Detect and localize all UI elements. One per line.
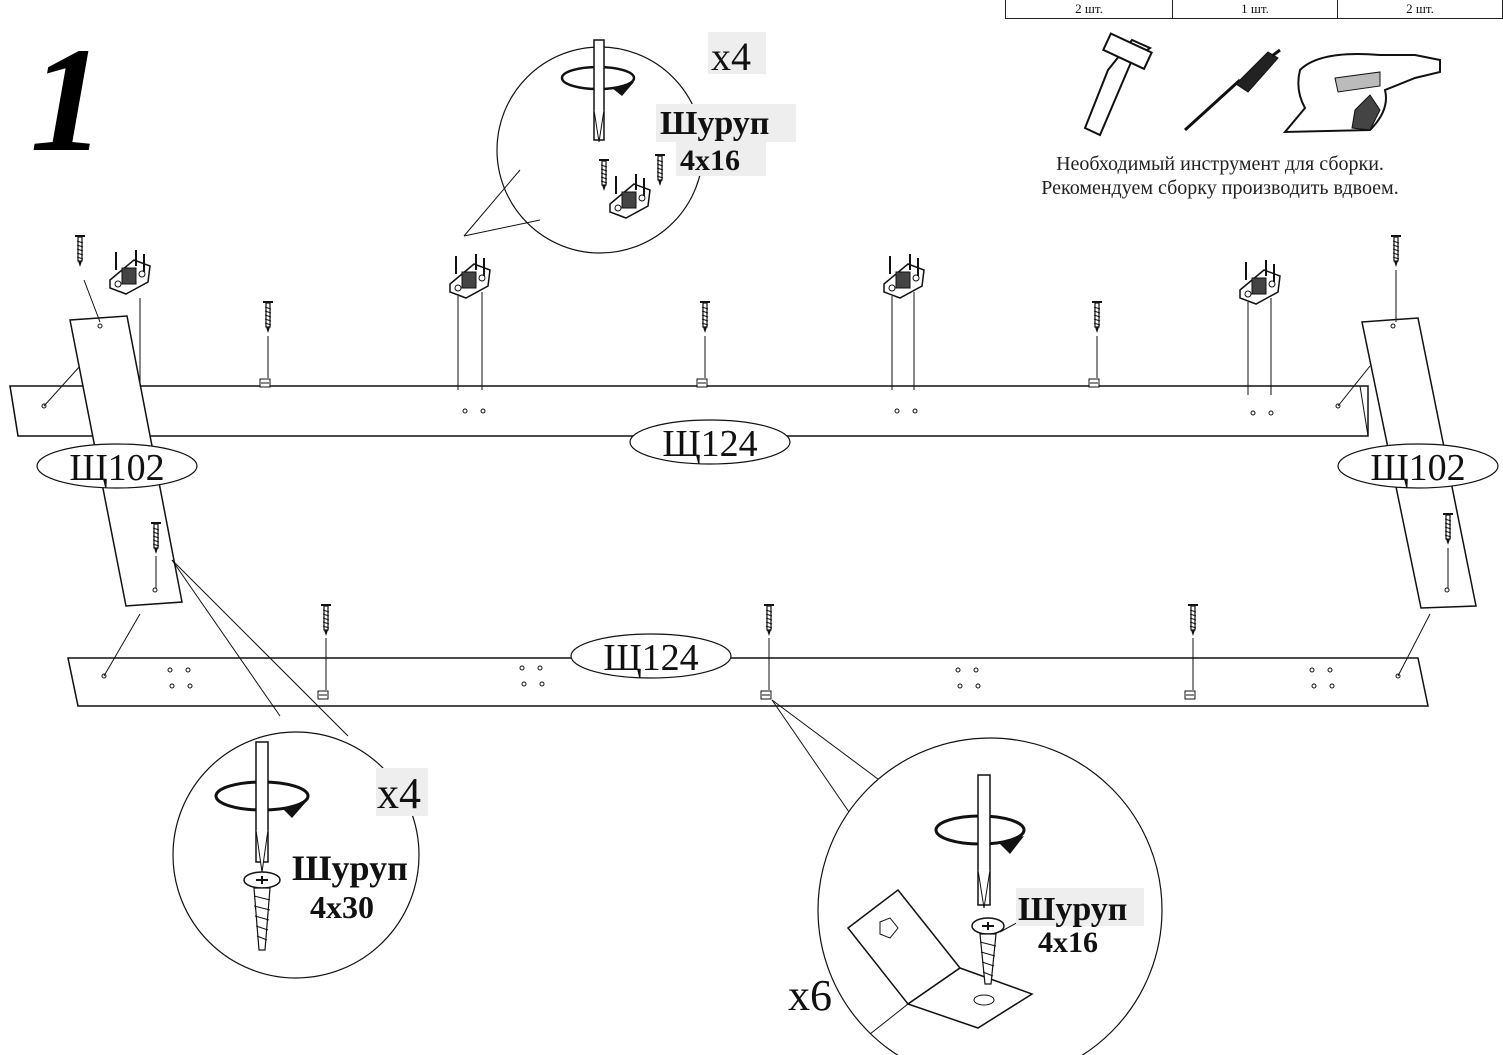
panel-left-side	[69, 279, 183, 607]
callout-top: x4 Шуруп 4x16	[463, 32, 796, 254]
screw-label: Шуруп	[292, 848, 408, 888]
panel-top-long	[9, 365, 1371, 437]
hammer-icon	[1083, 32, 1153, 137]
callout-bottom-right: Шуруп 4x16 x6	[771, 699, 1163, 1055]
parts-table-cell: 2 шт.	[1337, 0, 1503, 19]
count-label: x4	[711, 34, 751, 79]
panel-label-right: Щ102	[1370, 447, 1465, 489]
panel-label-left: Щ102	[69, 447, 164, 489]
parts-table-cell: 2 шт.	[1005, 0, 1173, 19]
panel-label-top: Щ124	[662, 423, 757, 465]
parts-table: 2 шт. 1 шт. 2 шт.	[1005, 0, 1503, 19]
screw-label: Шуруп	[660, 105, 769, 142]
panel-bottom-long	[67, 613, 1431, 707]
drill-icon	[1282, 53, 1441, 134]
count-badge	[708, 32, 766, 74]
screw-size-label: 4x16	[1038, 926, 1098, 959]
step-number: 1	[30, 17, 105, 183]
tools-caption-line1: Необходимый инструмент для сборки.	[1056, 153, 1384, 175]
callout-bottom-left: x4 Шуруп 4x30	[171, 559, 428, 979]
count-label: x4	[377, 769, 421, 818]
count-label: x6	[788, 971, 832, 1020]
tools-caption: Необходимый инструмент для сборки. Реком…	[975, 152, 1465, 200]
screw-label: Шуруп	[1018, 891, 1127, 928]
panel-label-bottom: Щ124	[603, 637, 698, 679]
screwdriver-icon	[1183, 48, 1281, 132]
screw-size-label: 4x16	[680, 144, 740, 177]
screw-size-label: 4x30	[310, 889, 374, 925]
tools-caption-line2: Рекомендуем сборку производить вдвоем.	[1041, 177, 1399, 199]
panel-right-side	[1361, 270, 1477, 609]
